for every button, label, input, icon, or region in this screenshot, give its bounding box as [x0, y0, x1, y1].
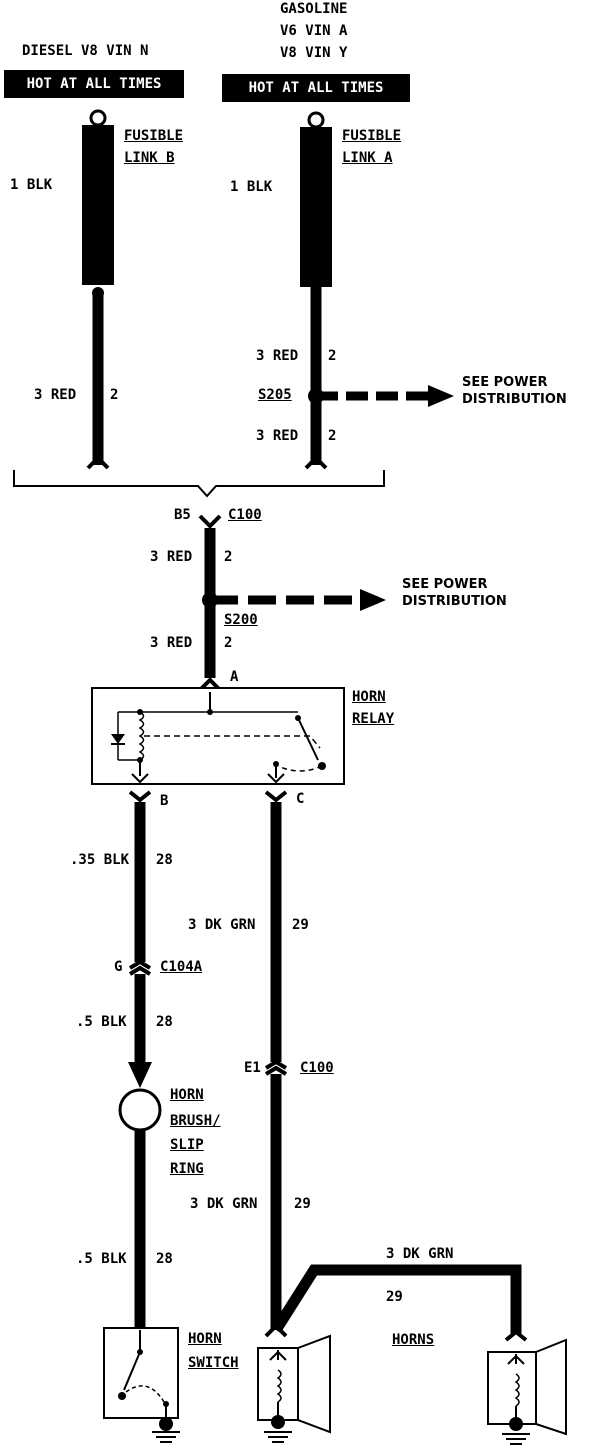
see-power-top-1: SEE POWER [462, 375, 548, 390]
gasoline-v8-header: V8 VIN Y [280, 45, 348, 61]
see-power-mid-1: SEE POWER [402, 577, 488, 592]
wire-relay-c-green [264, 790, 522, 1334]
wire-ckt-right-red-top: 2 [328, 348, 337, 364]
fusible-link-a-label-1: FUSIBLE [342, 128, 402, 144]
see-power-top-2: DISTRIBUTION [462, 392, 567, 407]
horn-switch [103, 1327, 180, 1443]
connector-c104a: C104A [160, 959, 203, 975]
horns-label: HORNS [392, 1332, 435, 1348]
wire-label-blk-5-bot: .5 BLK [76, 1251, 127, 1267]
relay-pin-a: A [230, 669, 239, 685]
horn-brush-label-2: BRUSH/ [170, 1113, 221, 1129]
wire-label-grn-right: 3 DK GRN [386, 1246, 454, 1262]
horn-switch-label-1: HORN [188, 1331, 222, 1347]
horn-relay [91, 687, 345, 785]
wire-ckt-center-red-bot: 2 [224, 635, 233, 651]
fusible-link-b-label-2: LINK B [124, 150, 175, 166]
wire-ckt-blk-5-top: 28 [156, 1014, 173, 1030]
wire-label-right-red-bot: 3 RED [256, 428, 299, 444]
connector-g: G [114, 959, 123, 975]
horn-brush-label-4: RING [170, 1161, 204, 1177]
wire-label-blk-35: .35 BLK [70, 852, 130, 868]
wire-ckt-center-red-top: 2 [224, 549, 233, 565]
diesel-header: DIESEL V8 VIN N [22, 43, 149, 59]
wire-label-center-red-bot: 3 RED [150, 635, 193, 651]
splice-s205 [308, 385, 454, 407]
wire-right-red [304, 287, 328, 470]
wire-label-right-1blk: 1 BLK [230, 179, 273, 195]
relay-pin-c: C [296, 791, 305, 807]
horn-brush-label-1: HORN [170, 1087, 204, 1103]
horn-left [257, 1323, 331, 1443]
connector-c100-bot: C100 [300, 1060, 334, 1076]
fusible-link-b [82, 109, 114, 285]
wire-ckt-right-red-bot: 2 [328, 428, 337, 444]
connector-c100-top: C100 [228, 507, 262, 523]
splice-s200 [202, 589, 386, 611]
wire-label-grn-bot: 3 DK GRN [190, 1196, 258, 1212]
gasoline-header: GASOLINE [280, 1, 348, 17]
horn-right [487, 1329, 567, 1445]
wire-ckt-grn-top: 29 [292, 917, 309, 933]
wire-left-red [86, 287, 110, 470]
horn-switch-label-2: SWITCH [188, 1355, 239, 1371]
wire-relay-b-black [128, 790, 152, 1088]
splice-s200-label: S200 [224, 612, 258, 628]
wire-label-left-red: 3 RED [34, 387, 77, 403]
horn-brush-label-3: SLIP [170, 1137, 204, 1153]
wire-ckt-grn-bot: 29 [294, 1196, 311, 1212]
fusible-link-a [300, 111, 332, 287]
wire-label-blk-5-top: .5 BLK [76, 1014, 127, 1030]
wire-ckt-blk-35: 28 [156, 852, 173, 868]
fusible-link-a-label-2: LINK A [342, 150, 393, 166]
gasoline-v6-header: V6 VIN A [280, 23, 348, 39]
wire-ckt-blk-5-bot: 28 [156, 1251, 173, 1267]
horn-relay-label-1: HORN [352, 689, 386, 705]
wire-label-grn-top: 3 DK GRN [188, 917, 256, 933]
see-power-mid-2: DISTRIBUTION [402, 594, 507, 609]
hot-at-all-times-right: HOT AT ALL TIMES [222, 74, 410, 102]
wire-label-right-red-top: 3 RED [256, 348, 299, 364]
hot-at-all-times-left: HOT AT ALL TIMES [4, 70, 184, 98]
splice-s205-label: S205 [258, 387, 292, 403]
horn-brush-slip-ring [118, 1088, 162, 1330]
connector-e1: E1 [244, 1060, 261, 1076]
fusible-link-b-label-1: FUSIBLE [124, 128, 184, 144]
engine-option-brace [13, 470, 385, 498]
wire-label-left-1blk: 1 BLK [10, 177, 53, 193]
wire-ckt-left-red: 2 [110, 387, 119, 403]
relay-pin-b: B [160, 793, 169, 809]
wire-ckt-grn-right: 29 [386, 1289, 403, 1305]
connector-b5: B5 [174, 507, 191, 523]
horn-relay-label-2: RELAY [352, 711, 395, 727]
wire-label-center-red-top: 3 RED [150, 549, 193, 565]
